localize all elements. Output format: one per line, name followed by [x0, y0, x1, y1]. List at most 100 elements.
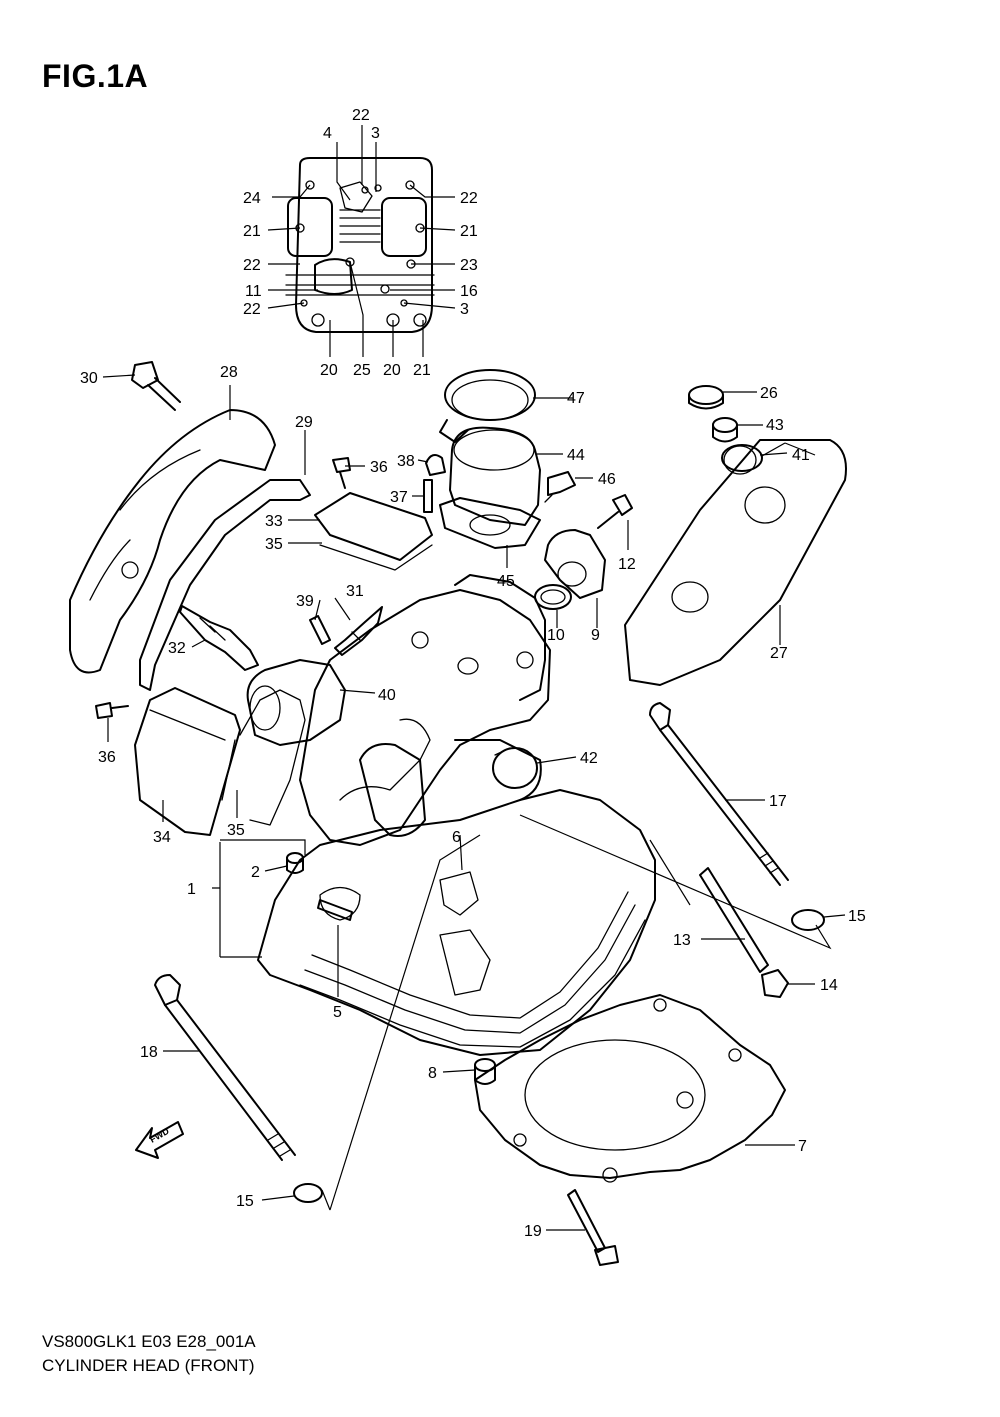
callout-21: 21 — [460, 223, 478, 240]
callout-37: 37 — [390, 489, 408, 506]
callout-32: 32 — [168, 640, 186, 657]
cap-41 — [721, 444, 763, 472]
callout-29: 29 — [295, 414, 313, 431]
callout-2: 2 — [251, 864, 260, 881]
callout-19: 19 — [524, 1223, 542, 1240]
callout-47: 47 — [567, 390, 585, 407]
tappet-cover-33 — [314, 492, 433, 571]
callout-22: 22 — [243, 301, 261, 318]
callout-36: 36 — [370, 459, 388, 476]
callout-42: 42 — [580, 750, 598, 767]
callout-5: 5 — [333, 1004, 342, 1021]
bolt-36-left — [95, 702, 129, 719]
callout-30: 30 — [80, 370, 98, 387]
spark-plug-31 — [334, 606, 383, 656]
stud-37 — [423, 479, 433, 513]
side-cover-28 — [69, 409, 276, 674]
callout-45: 45 — [497, 573, 515, 590]
water-union-9 — [544, 529, 606, 599]
washer-15-right — [791, 909, 825, 931]
callout-17: 17 — [769, 793, 787, 810]
diagram-caption: CYLINDER HEAD (FRONT) — [42, 1356, 255, 1375]
callout-24: 24 — [243, 190, 261, 207]
dowel-pin-8 — [474, 1058, 496, 1085]
callout-3: 3 — [460, 301, 469, 318]
cylinder-head-body — [257, 789, 656, 1056]
bolt-19 — [567, 1189, 619, 1266]
bolt-30 — [131, 361, 181, 411]
callout-23: 23 — [460, 257, 478, 274]
callout-39: 39 — [296, 593, 314, 610]
callout-22: 22 — [460, 190, 478, 207]
flange-45 — [439, 497, 541, 549]
stud-5 — [317, 899, 353, 921]
callout-11: 11 — [245, 283, 262, 300]
plug-42 — [492, 747, 538, 789]
callout-41: 41 — [792, 447, 810, 464]
washer-15-left — [293, 1183, 323, 1203]
callout-labels: 22 4 3 24 22 21 21 22 23 11 1 6 22 3 20 2… — [80, 107, 866, 1240]
callout-46: 46 — [598, 471, 616, 488]
stud-bolt-17 — [649, 702, 789, 886]
callout-15: 15 — [236, 1193, 254, 1210]
o-ring-10 — [534, 584, 572, 610]
valve-cover-right — [624, 439, 847, 686]
callout-25: 25 — [353, 362, 371, 379]
callout-8: 8 — [428, 1065, 437, 1082]
leader-lines — [102, 125, 846, 1231]
head-gasket-7 — [474, 994, 786, 1183]
intake-pipe-44 — [449, 426, 541, 526]
callout-20: 20 — [320, 362, 338, 379]
callout-12: 12 — [618, 556, 636, 573]
callout-27: 27 — [770, 645, 788, 662]
callout-34: 34 — [153, 829, 171, 846]
callout-18: 18 — [140, 1044, 158, 1061]
callout-28: 28 — [220, 364, 238, 381]
stud-39 — [309, 615, 331, 645]
callout-6: 6 — [452, 829, 461, 846]
callout-10: 10 — [547, 627, 565, 644]
tappet-cover-34 — [134, 687, 241, 836]
bushing-43 — [712, 417, 738, 443]
callout-33: 33 — [265, 513, 283, 530]
cap-washer-26 — [688, 385, 724, 410]
callout-38: 38 — [397, 453, 415, 470]
stud-bolt-18 — [154, 974, 296, 1161]
callout-21: 21 — [243, 223, 261, 240]
callout-43: 43 — [766, 417, 784, 434]
callout-31: 31 — [346, 583, 364, 600]
callout-44: 44 — [567, 447, 585, 464]
callout-20: 20 — [383, 362, 401, 379]
stud-13 — [699, 867, 769, 973]
callout-1: 1 — [187, 881, 196, 898]
nut-14 — [761, 969, 789, 998]
dowel-pin-2 — [286, 852, 304, 874]
cover-gasket-29 — [139, 479, 311, 691]
callout-3: 3 — [371, 125, 380, 142]
callout-14: 14 — [820, 977, 838, 994]
callout-22: 22 — [243, 257, 261, 274]
tappet-gasket-35 — [239, 689, 306, 826]
clamp-47 — [439, 369, 536, 443]
callout-22: 22 — [352, 107, 370, 124]
callout-15: 15 — [848, 908, 866, 925]
callout-13: 13 — [673, 932, 691, 949]
cap-nut-38 — [425, 453, 446, 476]
water-outlet-40 — [246, 659, 346, 746]
callout-21: 21 — [413, 362, 431, 379]
bolt-36-top — [332, 457, 351, 489]
fwd-arrow-icon: FWD — [135, 1121, 184, 1159]
callout-35: 35 — [265, 536, 283, 553]
bolt-12 — [597, 494, 633, 529]
callout-26: 26 — [760, 385, 778, 402]
figure-title: FIG.1A — [42, 58, 149, 94]
callout-40: 40 — [378, 687, 396, 704]
bolt-46 — [544, 471, 576, 503]
callout-36: 36 — [98, 749, 116, 766]
diagram-footer: VS800GLK1 E03 E28_001A CYLINDER HEAD (FR… — [42, 1330, 256, 1378]
intake-manifold — [299, 574, 551, 846]
callout-4: 4 — [323, 125, 332, 142]
spark-plug-32 — [179, 605, 259, 671]
